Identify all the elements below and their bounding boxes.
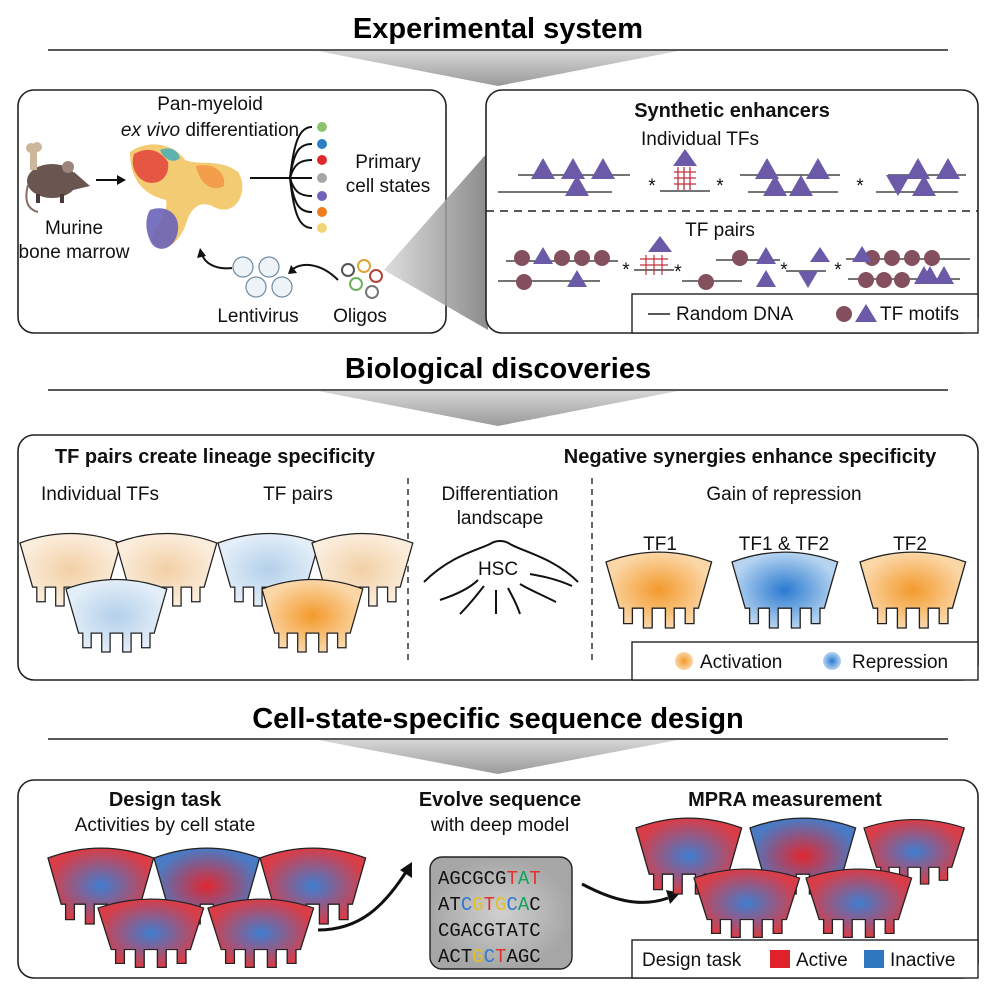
biological-discoveries-panel: [17, 434, 979, 681]
cell-state-dot: [317, 139, 327, 149]
legend-inactive-swatch: [864, 950, 884, 968]
negative-synergies-title: Negative synergies enhance specificity: [564, 446, 937, 468]
fan-mpra-5: [805, 868, 913, 938]
evolve-subtitle: with deep model: [430, 815, 569, 836]
arrowhead: [197, 248, 206, 258]
separator-star: *: [716, 176, 724, 197]
arrow-oligos-to-lentivirus: [291, 263, 339, 281]
sequence-line: AGCGCGTAT: [438, 868, 541, 890]
label-tf1-tf2: TF1 & TF2: [739, 534, 829, 555]
legend-repression: Repression: [852, 652, 948, 673]
tf-pair-circles: [514, 250, 940, 290]
label-bone-marrow: bone marrow: [19, 242, 130, 263]
sequence-box: [429, 856, 573, 970]
fan-task-5: [207, 898, 315, 968]
arrowhead: [288, 265, 297, 274]
design-legend: [631, 939, 979, 979]
legend-design-task: Design task: [642, 950, 742, 971]
section-arrow: [318, 51, 678, 86]
label-tf-pairs-enhancers: TF pairs: [685, 220, 755, 241]
label-lentivirus: Lentivirus: [217, 306, 298, 327]
separator-star: *: [648, 176, 656, 197]
label-murine: Murine: [45, 218, 103, 239]
label-oligos: Oligos: [333, 306, 387, 327]
legend-activation-dot: [675, 652, 693, 670]
design-task-subtitle: Activities by cell state: [75, 815, 256, 836]
fan-tf1-tf2: [731, 551, 839, 629]
fan-task-4: [97, 898, 205, 968]
tf-pair-triangles: [533, 236, 954, 288]
arrow-sequence-to-mpra: [581, 882, 669, 904]
label-individual-tfs: Individual TFs: [641, 129, 759, 150]
label-landscape: landscape: [457, 508, 544, 529]
label-individual-tfs-2: Individual TFs: [41, 484, 159, 505]
fan-mpra-3: [863, 819, 966, 885]
label-tf-pairs-2: TF pairs: [263, 484, 333, 505]
sequence-line: ACTGCTAGC: [438, 946, 541, 968]
cell-state-dot: [317, 223, 327, 233]
branching-arrows: [289, 126, 313, 229]
cell-state-dot: [317, 173, 327, 183]
label-cell-states: cell states: [346, 176, 430, 197]
legend-triangle-motif: [855, 304, 877, 322]
sequence-line: CGACGTATC: [438, 920, 541, 942]
legend-activation: Activation: [700, 652, 782, 673]
umap-embedding: [130, 144, 243, 249]
label-hsc: HSC: [478, 559, 518, 580]
oligos-icon: [341, 259, 383, 299]
differentiation-landscape-icon: [423, 540, 579, 615]
sequence-line: ATCGTGCAC: [438, 894, 541, 916]
evolve-title: Evolve sequence: [419, 789, 581, 811]
bone-icon: [26, 142, 42, 170]
zoom-cone: [384, 152, 488, 330]
section-title-sequence-design: Cell-state-specific sequence design: [252, 703, 744, 735]
fan-pair-3: [261, 578, 364, 653]
separator-star: *: [622, 260, 630, 281]
tf-pair-spacers: [640, 255, 668, 275]
label-tf1: TF1: [643, 534, 677, 555]
legend-active: Active: [796, 950, 848, 971]
cell-state-dot: [317, 155, 327, 165]
label-tf2: TF2: [893, 534, 927, 555]
separator-star: *: [674, 262, 682, 283]
design-task-title: Design task: [109, 789, 222, 811]
legend-tf-motifs: TF motifs: [880, 304, 959, 325]
arrowhead: [400, 862, 412, 878]
lentivirus-icon: [232, 256, 293, 298]
fan-tf2: [859, 551, 967, 629]
section-title-experimental-system: Experimental system: [353, 13, 643, 45]
individual-tf-motifs: [531, 149, 960, 196]
label-gain-of-repression: Gain of repression: [706, 484, 861, 505]
label-differentiation: Differentiation: [442, 484, 559, 505]
separator-star: *: [856, 176, 864, 197]
enhancer-legend: [631, 293, 979, 334]
separator-star: *: [780, 260, 788, 281]
cell-state-dot: [317, 191, 327, 201]
label-ex-vivo-differentiation: ex vivo differentiation: [121, 120, 299, 141]
section-arrow: [318, 740, 678, 774]
arrowhead: [117, 175, 126, 185]
mpra-title: MPRA measurement: [688, 789, 882, 811]
legend-random-dna: Random DNA: [676, 304, 794, 325]
cell-state-dot: [317, 122, 327, 132]
legend-repression-dot: [823, 652, 841, 670]
label-pan-myeloid: Pan-myeloid: [157, 94, 263, 115]
fan-tf1: [605, 551, 713, 629]
arrow-task-to-sequence: [317, 871, 408, 932]
fan-individual-3: [65, 578, 168, 653]
fan-mpra-4: [693, 868, 801, 938]
cell-state-dot: [317, 207, 327, 217]
spacer-ticks: [674, 167, 696, 190]
legend-active-swatch: [770, 950, 790, 968]
separator-star: *: [834, 260, 842, 281]
mouse-icon: [25, 161, 90, 213]
synthetic-enhancers-title: Synthetic enhancers: [634, 100, 830, 122]
lineage-specificity-title: TF pairs create lineage specificity: [55, 446, 376, 468]
section-title-biological-discoveries: Biological discoveries: [345, 353, 651, 385]
legend-inactive: Inactive: [890, 950, 955, 971]
label-primary: Primary: [355, 152, 421, 173]
legend-circle-motif: [836, 306, 852, 322]
section-arrow: [318, 391, 678, 426]
